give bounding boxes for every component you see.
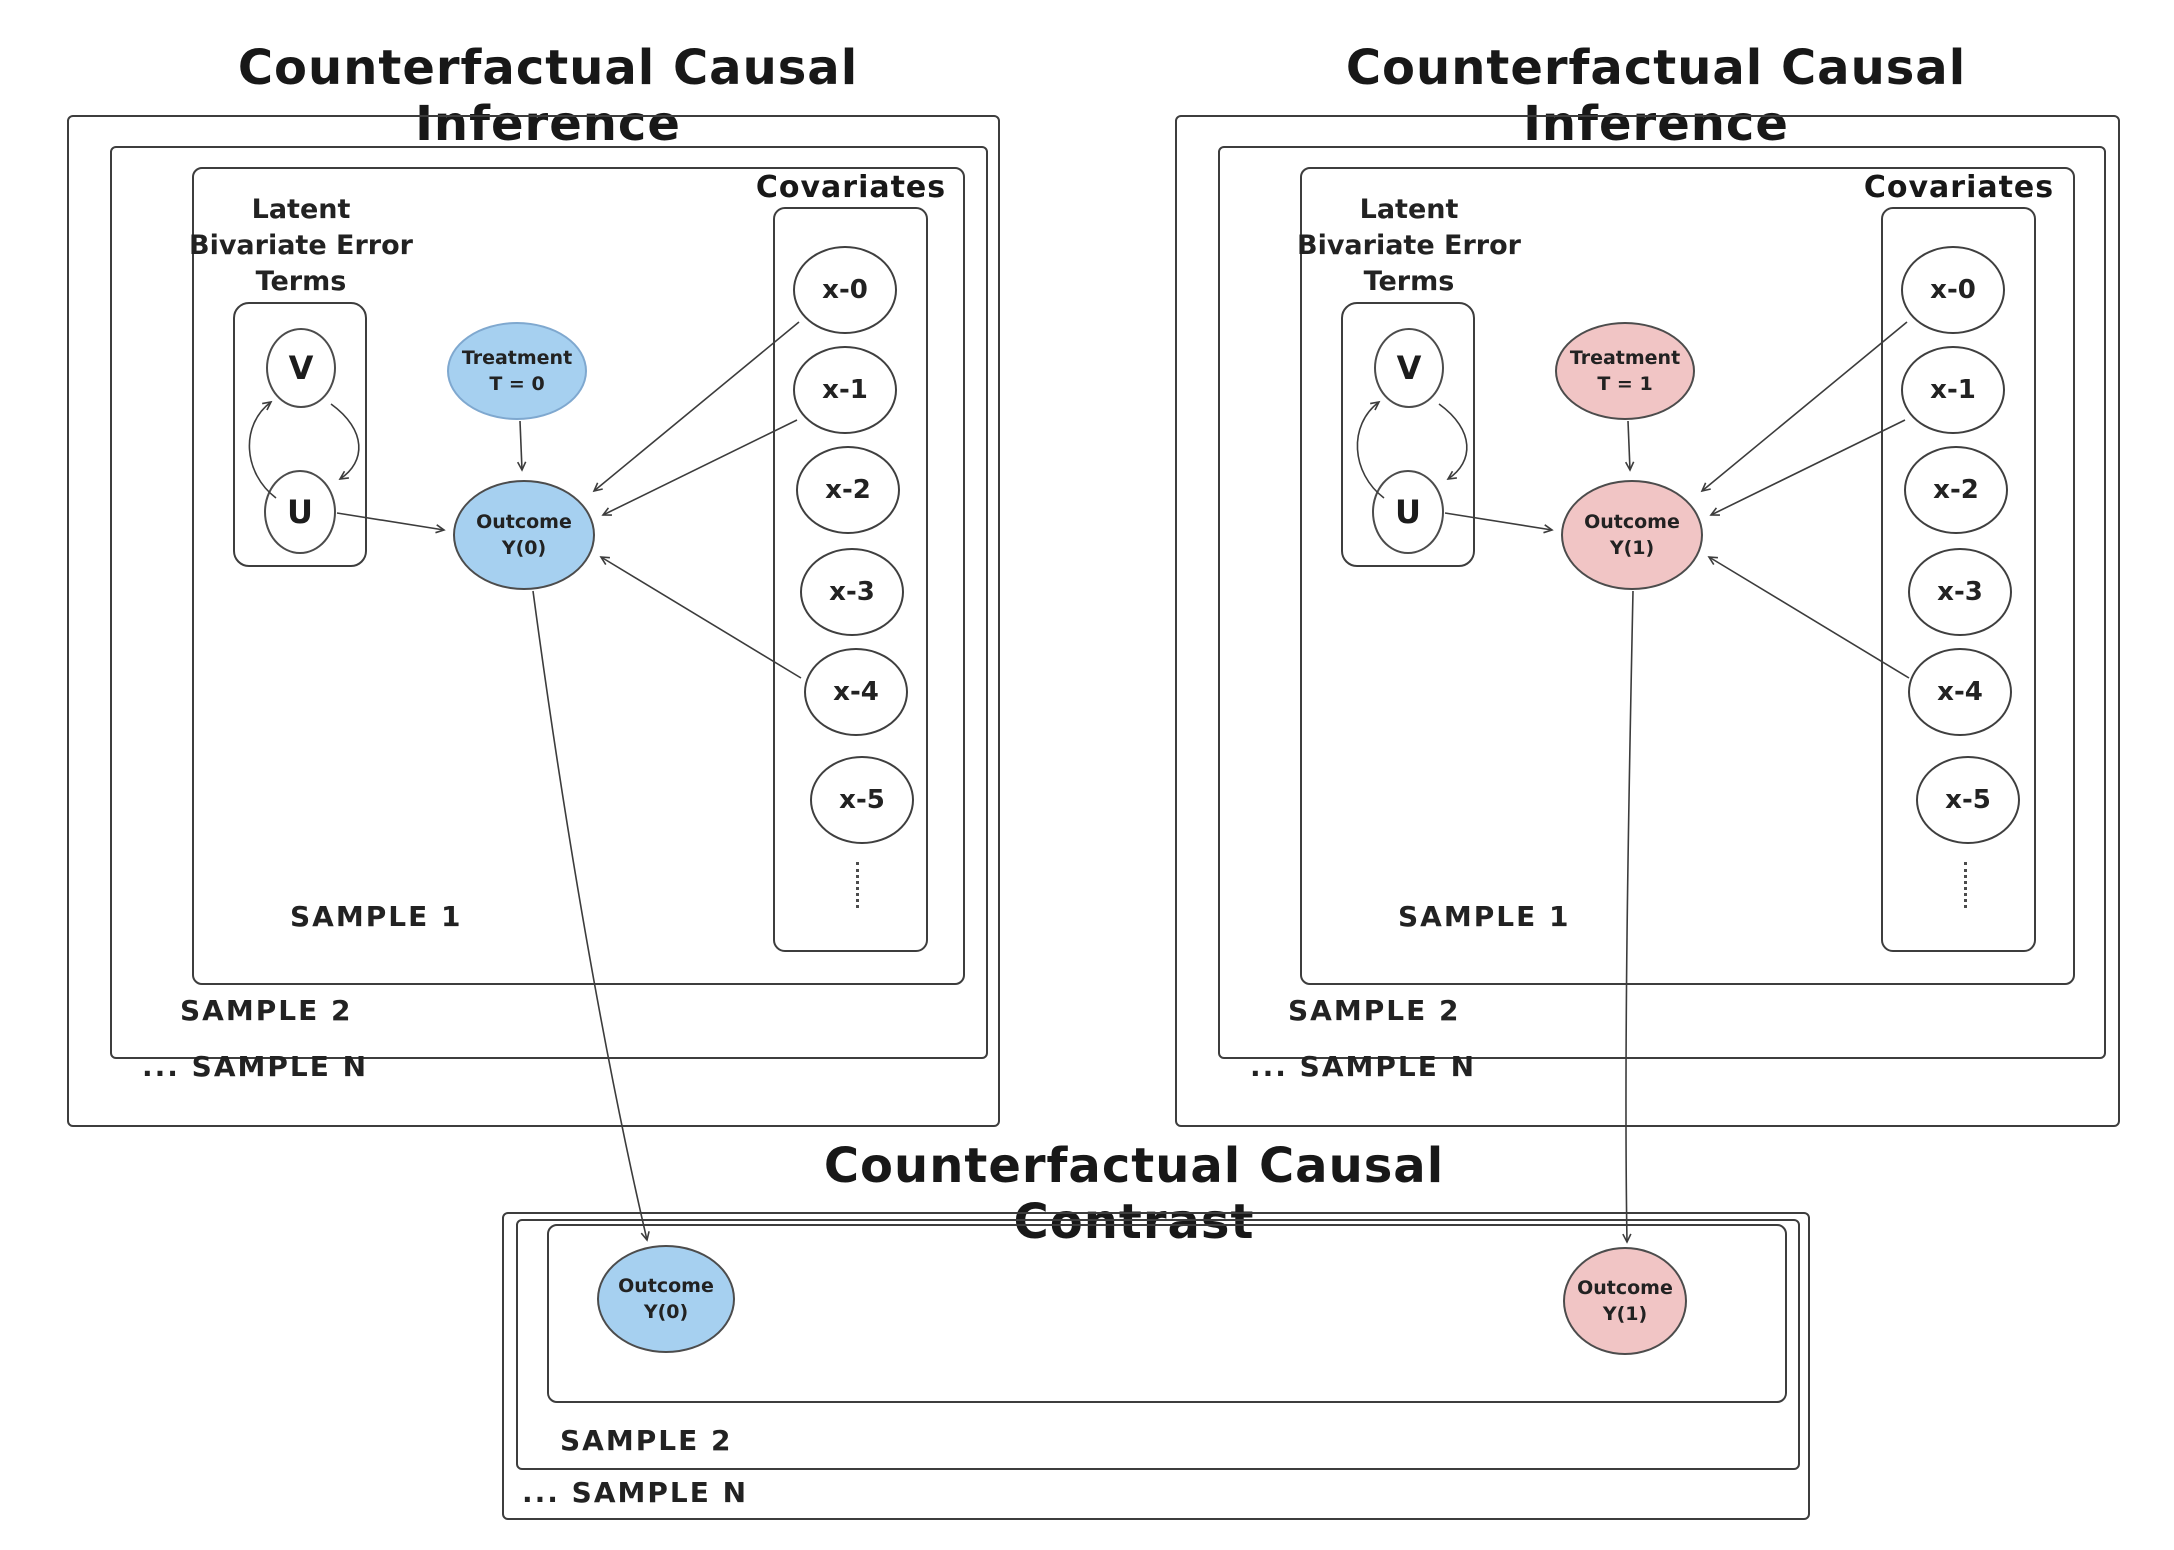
contrast-outcome-y0-line1: Outcome bbox=[618, 1275, 714, 1297]
left-outcome-line1: Outcome bbox=[476, 511, 572, 533]
right-covariate-x5: x-5 bbox=[1916, 756, 2020, 844]
right-treatment-node: Treatment T = 1 bbox=[1555, 322, 1695, 420]
left-sample-1-label: SAMPLE 1 bbox=[290, 900, 463, 933]
right-treatment-line2: T = 1 bbox=[1597, 373, 1653, 395]
right-covariate-x0: x-0 bbox=[1901, 246, 2005, 334]
right-error-terms-box bbox=[1341, 302, 1475, 567]
left-outcome-line2: Y(0) bbox=[501, 537, 547, 559]
left-covariate-x3: x-3 bbox=[800, 548, 904, 636]
right-node-v: V bbox=[1374, 328, 1444, 408]
left-latent-label: Latent Bivariate Error Terms bbox=[166, 192, 436, 300]
contrast-outcome-y1-node: Outcome Y(1) bbox=[1563, 1247, 1687, 1355]
right-sample-2-label: SAMPLE 2 bbox=[1288, 994, 1461, 1027]
right-outcome-line2: Y(1) bbox=[1609, 537, 1655, 559]
right-sample-n-label: ... SAMPLE N bbox=[1250, 1050, 1477, 1083]
left-covariate-x0: x-0 bbox=[793, 246, 897, 334]
contrast-outcome-y0-line2: Y(0) bbox=[643, 1301, 689, 1323]
right-treatment-line1: Treatment bbox=[1569, 347, 1681, 369]
right-latent-label: Latent Bivariate Error Terms bbox=[1274, 192, 1544, 300]
right-covariate-x3: x-3 bbox=[1908, 548, 2012, 636]
right-outcome-node: Outcome Y(1) bbox=[1561, 480, 1703, 590]
left-node-u: U bbox=[264, 470, 336, 554]
right-sample-n-box bbox=[1175, 115, 2120, 1127]
contrast-sample-n-label: ... SAMPLE N bbox=[522, 1476, 749, 1509]
right-sample-1-label: SAMPLE 1 bbox=[1398, 900, 1571, 933]
right-sample-1-box bbox=[1300, 167, 2075, 985]
right-sample-2-box bbox=[1218, 146, 2106, 1059]
right-node-u: U bbox=[1372, 470, 1444, 554]
right-covariate-x1: x-1 bbox=[1901, 346, 2005, 434]
contrast-sample-n-box bbox=[502, 1212, 1810, 1520]
left-sample-n-label: ... SAMPLE N bbox=[142, 1050, 369, 1083]
right-covariates-ellipsis-icon bbox=[1964, 862, 1967, 908]
left-treatment-line1: Treatment bbox=[461, 347, 573, 369]
right-covariates-title: Covariates bbox=[1863, 170, 2055, 205]
left-covariate-x2: x-2 bbox=[796, 446, 900, 534]
left-covariate-x5: x-5 bbox=[810, 756, 914, 844]
right-panel-title: Counterfactual Causal Inference bbox=[1345, 40, 1967, 152]
contrast-outcome-y1-line1: Outcome bbox=[1577, 1277, 1673, 1299]
contrast-panel-title: Counterfactual Causal Contrast bbox=[823, 1138, 1445, 1250]
left-covariates-ellipsis-icon bbox=[856, 862, 859, 908]
left-outcome-node: Outcome Y(0) bbox=[453, 480, 595, 590]
right-outcome-line1: Outcome bbox=[1584, 511, 1680, 533]
left-covariate-x1: x-1 bbox=[793, 346, 897, 434]
right-covariate-x4: x-4 bbox=[1908, 648, 2012, 736]
contrast-sample-2-box bbox=[516, 1219, 1800, 1470]
right-latent-line1: Latent bbox=[1359, 194, 1459, 225]
right-latent-line3: Terms bbox=[1363, 266, 1455, 297]
left-panel-title: Counterfactual Causal Inference bbox=[237, 40, 859, 152]
left-error-terms-box bbox=[233, 302, 367, 567]
left-covariates-title: Covariates bbox=[755, 170, 947, 205]
left-latent-line1: Latent bbox=[251, 194, 351, 225]
left-treatment-line2: T = 0 bbox=[489, 373, 545, 395]
contrast-outcome-y0-node: Outcome Y(0) bbox=[597, 1245, 735, 1353]
right-covariate-x2: x-2 bbox=[1904, 446, 2008, 534]
left-sample-2-label: SAMPLE 2 bbox=[180, 994, 353, 1027]
contrast-outcome-y1-line2: Y(1) bbox=[1602, 1303, 1648, 1325]
right-latent-line2: Bivariate Error bbox=[1296, 230, 1521, 261]
left-latent-line2: Bivariate Error bbox=[188, 230, 413, 261]
left-covariate-x4: x-4 bbox=[804, 648, 908, 736]
contrast-sample-1-box bbox=[547, 1224, 1787, 1403]
left-treatment-node: Treatment T = 0 bbox=[447, 322, 587, 420]
contrast-sample-2-label: SAMPLE 2 bbox=[560, 1424, 733, 1457]
left-node-v: V bbox=[266, 328, 336, 408]
left-latent-line3: Terms bbox=[255, 266, 347, 297]
